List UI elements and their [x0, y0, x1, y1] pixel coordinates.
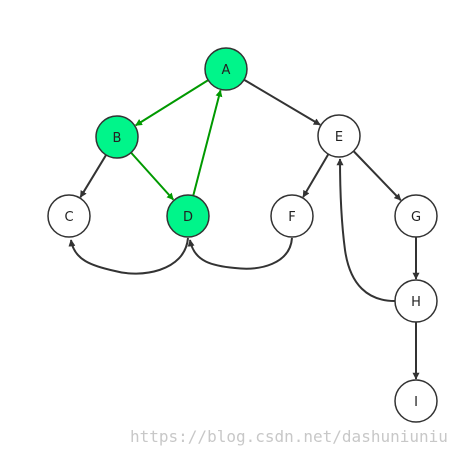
node-a-label: A — [222, 63, 231, 78]
node-c: C — [47, 194, 91, 238]
node-e-circle — [317, 114, 361, 158]
edge-b-to-c — [79, 154, 107, 198]
node-d-circle — [166, 194, 210, 238]
node-d-label: D — [183, 210, 193, 225]
edges-layer — [68, 78, 420, 380]
node-a: A — [204, 47, 248, 91]
node-b-circle — [95, 115, 139, 159]
node-f-circle — [270, 194, 314, 238]
node-c-circle — [47, 194, 91, 238]
watermark-text: https://blog.csdn.net/dashuniuniu — [130, 427, 448, 446]
node-h-circle — [394, 279, 438, 323]
edge-d-to-a — [192, 89, 223, 196]
node-h-label: H — [411, 295, 421, 310]
node-g: G — [394, 194, 438, 238]
edge-e-to-f — [302, 153, 330, 198]
node-i-circle — [394, 379, 438, 423]
edge-e-to-g — [352, 150, 402, 201]
node-b-label: B — [113, 131, 122, 146]
node-h: H — [394, 279, 438, 323]
node-e-label: E — [335, 130, 343, 145]
edge-b-to-d — [130, 151, 175, 201]
edge-f-to-d — [187, 237, 293, 270]
node-d: D — [166, 194, 210, 238]
edge-d-to-c — [68, 237, 189, 275]
node-a-circle — [204, 47, 248, 91]
node-i: I — [394, 379, 438, 423]
node-b: B — [95, 115, 139, 159]
edge-h-to-e — [336, 158, 396, 302]
node-g-label: G — [411, 210, 421, 225]
node-g-circle — [394, 194, 438, 238]
node-e: E — [317, 114, 361, 158]
node-c-label: C — [64, 210, 73, 225]
node-f-label: F — [288, 210, 295, 225]
node-i-label: I — [414, 395, 418, 410]
nodes-layer: A B C D E F G H I — [47, 47, 438, 423]
edge-a-to-b — [135, 79, 209, 127]
node-f: F — [270, 194, 314, 238]
edge-a-to-e — [243, 78, 321, 126]
